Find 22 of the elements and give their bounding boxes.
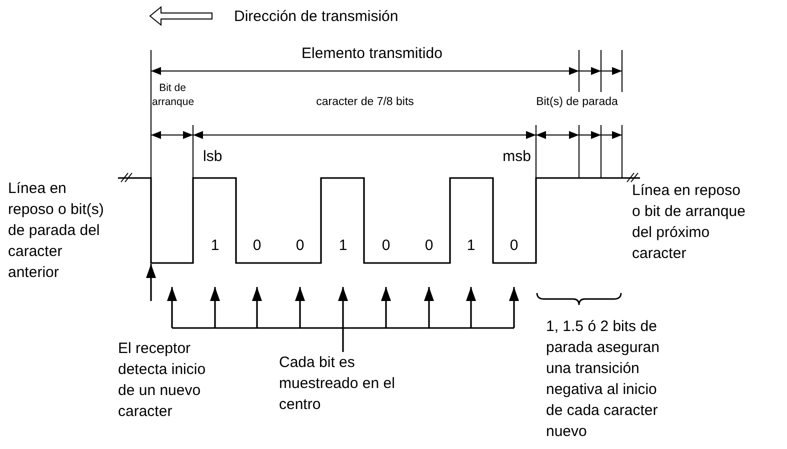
bit-value: 0 xyxy=(294,236,306,256)
dimension-label: caracter de 7/8 bits xyxy=(315,95,415,109)
annotation-text: Cada bit es muestreado en el centro xyxy=(279,352,399,415)
annotation-text: Línea en reposo o bit(s) de parada del caracter anterior xyxy=(8,179,105,283)
bit-label: lsb xyxy=(203,147,224,167)
bit-value: 0 xyxy=(380,236,392,256)
bit-value: 1 xyxy=(210,236,220,256)
bit-value: 0 xyxy=(508,236,520,256)
bit-value: 1 xyxy=(338,236,348,256)
annotation-text: Línea en reposo o bit de arranque del próximo caracter xyxy=(632,181,746,264)
annotation-text: El receptor detecta inicio de un nuevo caracter xyxy=(118,339,207,422)
sampling-arrows-drawing xyxy=(167,287,519,329)
dimension-label: Bit de arranque xyxy=(152,81,193,109)
annotation-text: 1, 1.5 ó 2 bits de parada aseguran una transición negativa al inicio de cada caracter nuevo xyxy=(546,317,660,442)
leader-line xyxy=(342,328,344,352)
dimension-label: Bit(s) de parada xyxy=(535,95,619,109)
bit-label: msb xyxy=(502,147,531,167)
bit-value: 0 xyxy=(424,236,434,256)
bit-value: 1 xyxy=(466,236,476,256)
bit-value: 0 xyxy=(252,236,262,256)
dimension-label: Elemento transmitido xyxy=(300,44,444,64)
direction-label: Dirección de transmisión xyxy=(234,7,400,27)
